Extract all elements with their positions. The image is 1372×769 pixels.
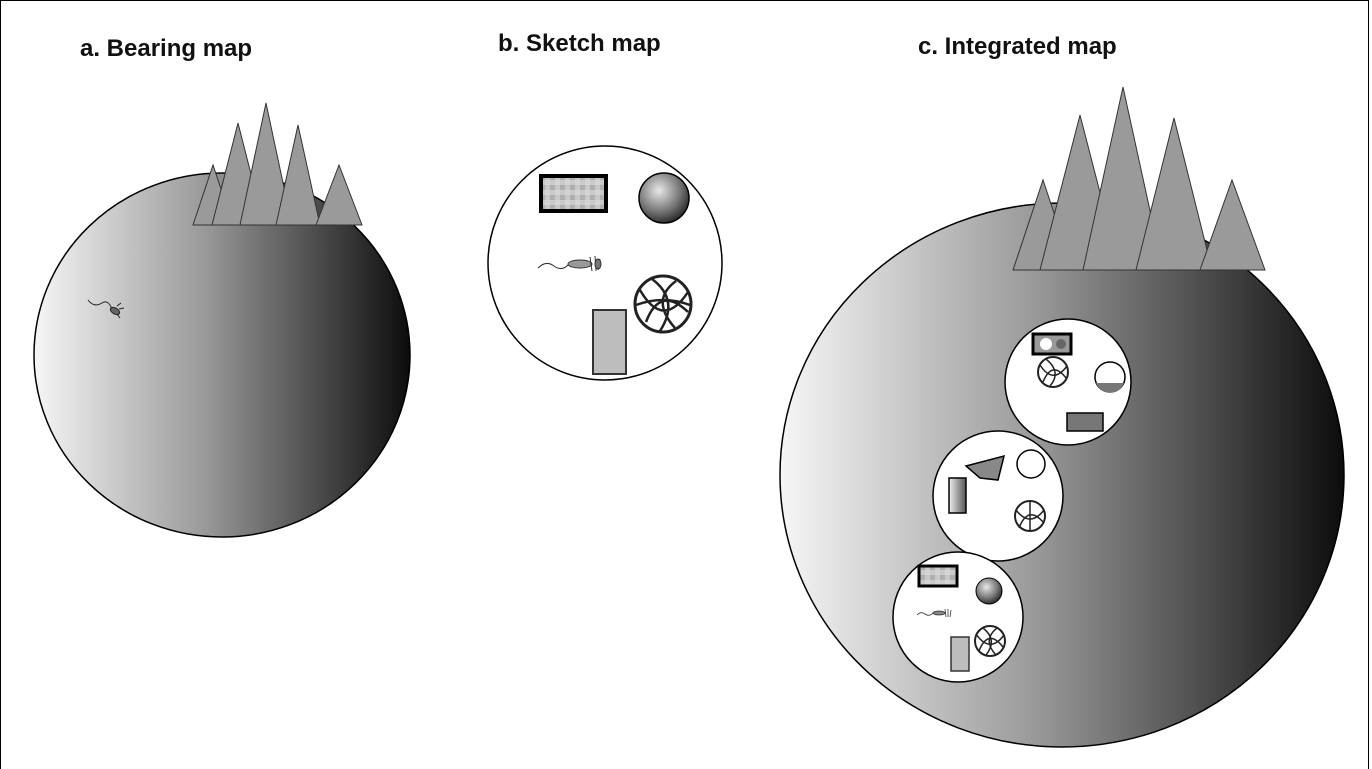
plaid-rectangle-landmark [917,564,959,588]
tall-rectangle-landmark [592,309,627,375]
mountain-range [1012,86,1266,271]
sphere-landmark [638,172,690,224]
mountain-peak [315,163,363,226]
panel-b-title: b. Sketch map [498,30,661,57]
panel-c-integrated-map [779,86,1345,748]
mountain-peak [239,102,293,226]
web-ball-landmark [974,625,1006,657]
dark-rectangle-landmark [1066,412,1104,432]
rat-icon [537,255,602,272]
gradient-rectangle-landmark [948,477,967,514]
web-ball-landmark [633,274,693,334]
panel-a-title: a. Bearing map [80,35,253,62]
sub-sketch-map [892,551,1024,683]
trapezoid-landmark [964,454,1006,481]
web-ball-landmark [1014,500,1046,532]
panel-c-title: c. Integrated map [918,33,1117,60]
mountain-peak [1135,117,1213,271]
rat-icon [87,299,125,319]
panel-a-bearing-map [33,102,411,538]
terrain-disc [779,202,1345,748]
rat-icon [916,608,952,618]
tall-rectangle-landmark [950,636,970,672]
sphere-landmark [975,577,1003,605]
sub-sketch-map [932,430,1064,562]
plaid-rectangle-landmark [539,174,608,213]
terrain-disc [33,172,411,538]
panel-b-sketch-map [487,145,723,381]
mountain-peak [275,124,321,226]
web-ball-landmark [1037,356,1069,388]
mountain-peak [1082,86,1164,271]
mountain-peak [1199,178,1266,271]
circle-landmark [1016,449,1046,479]
mountain-range [192,102,363,226]
sub-sketch-map [1004,318,1132,446]
